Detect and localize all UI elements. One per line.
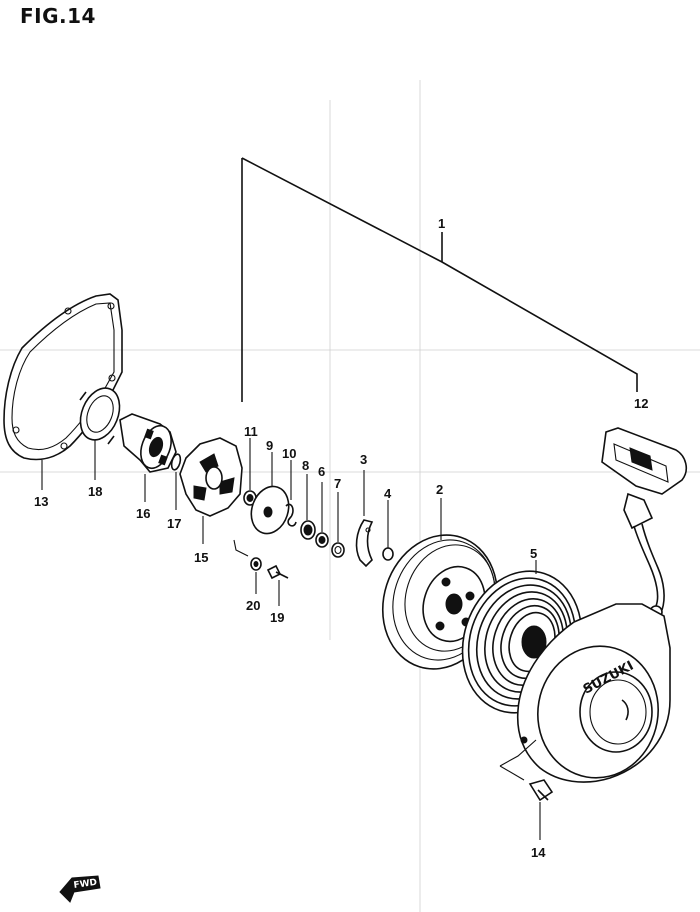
figure-title: FIG.14 bbox=[20, 4, 96, 28]
callout-13: 13 bbox=[34, 494, 48, 509]
forward-arrow-icon: FWD bbox=[59, 875, 101, 903]
starter-case-assembly: SUZUKI bbox=[516, 603, 671, 783]
scan-guide-lines bbox=[0, 80, 700, 912]
handle-part-12 bbox=[601, 427, 688, 619]
nut-part-11 bbox=[243, 438, 257, 506]
callout-20: 20 bbox=[246, 598, 260, 613]
callout-11: 11 bbox=[244, 424, 258, 439]
friction-plate-part-9 bbox=[250, 452, 290, 535]
washer-part-8 bbox=[300, 474, 316, 540]
callout-4: 4 bbox=[384, 486, 392, 501]
callout-18: 18 bbox=[88, 484, 102, 499]
bolt-part-14 bbox=[499, 739, 554, 840]
callout-16: 16 bbox=[136, 506, 150, 521]
callout-5: 5 bbox=[530, 546, 537, 561]
drive-hub-part-16 bbox=[119, 413, 177, 502]
callout-15: 15 bbox=[194, 550, 208, 565]
ratchet-plate-part-15 bbox=[179, 437, 243, 544]
washer-part-20 bbox=[233, 539, 262, 594]
screw-part-6 bbox=[315, 482, 329, 548]
callout-8: 8 bbox=[302, 458, 309, 473]
spring-part-10 bbox=[285, 460, 297, 527]
gasket-part-13 bbox=[3, 293, 123, 490]
callout-17: 17 bbox=[167, 516, 181, 531]
forward-arrow-label: FWD bbox=[73, 878, 98, 891]
oil-seal-part-18 bbox=[79, 387, 121, 480]
callout-14: 14 bbox=[531, 845, 546, 860]
o-ring-part-17 bbox=[170, 453, 182, 510]
callout-12: 12 bbox=[634, 396, 648, 411]
callout-19: 19 bbox=[270, 610, 284, 625]
callout-6: 6 bbox=[318, 464, 325, 479]
callout-3: 3 bbox=[360, 452, 367, 467]
callout-labels: 1 12 11 9 10 8 6 7 3 4 2 5 13 18 16 17 1… bbox=[34, 216, 648, 860]
pin-part-4 bbox=[382, 500, 394, 561]
assembly-bracket-1 bbox=[241, 157, 638, 402]
callout-9: 9 bbox=[266, 438, 273, 453]
pawl-part-3 bbox=[355, 470, 374, 568]
callout-7: 7 bbox=[334, 476, 341, 491]
callout-2: 2 bbox=[436, 482, 443, 497]
callout-10: 10 bbox=[282, 446, 296, 461]
callout-1: 1 bbox=[438, 216, 445, 231]
bolt-part-19 bbox=[266, 564, 289, 606]
cap-part-7 bbox=[331, 492, 345, 558]
